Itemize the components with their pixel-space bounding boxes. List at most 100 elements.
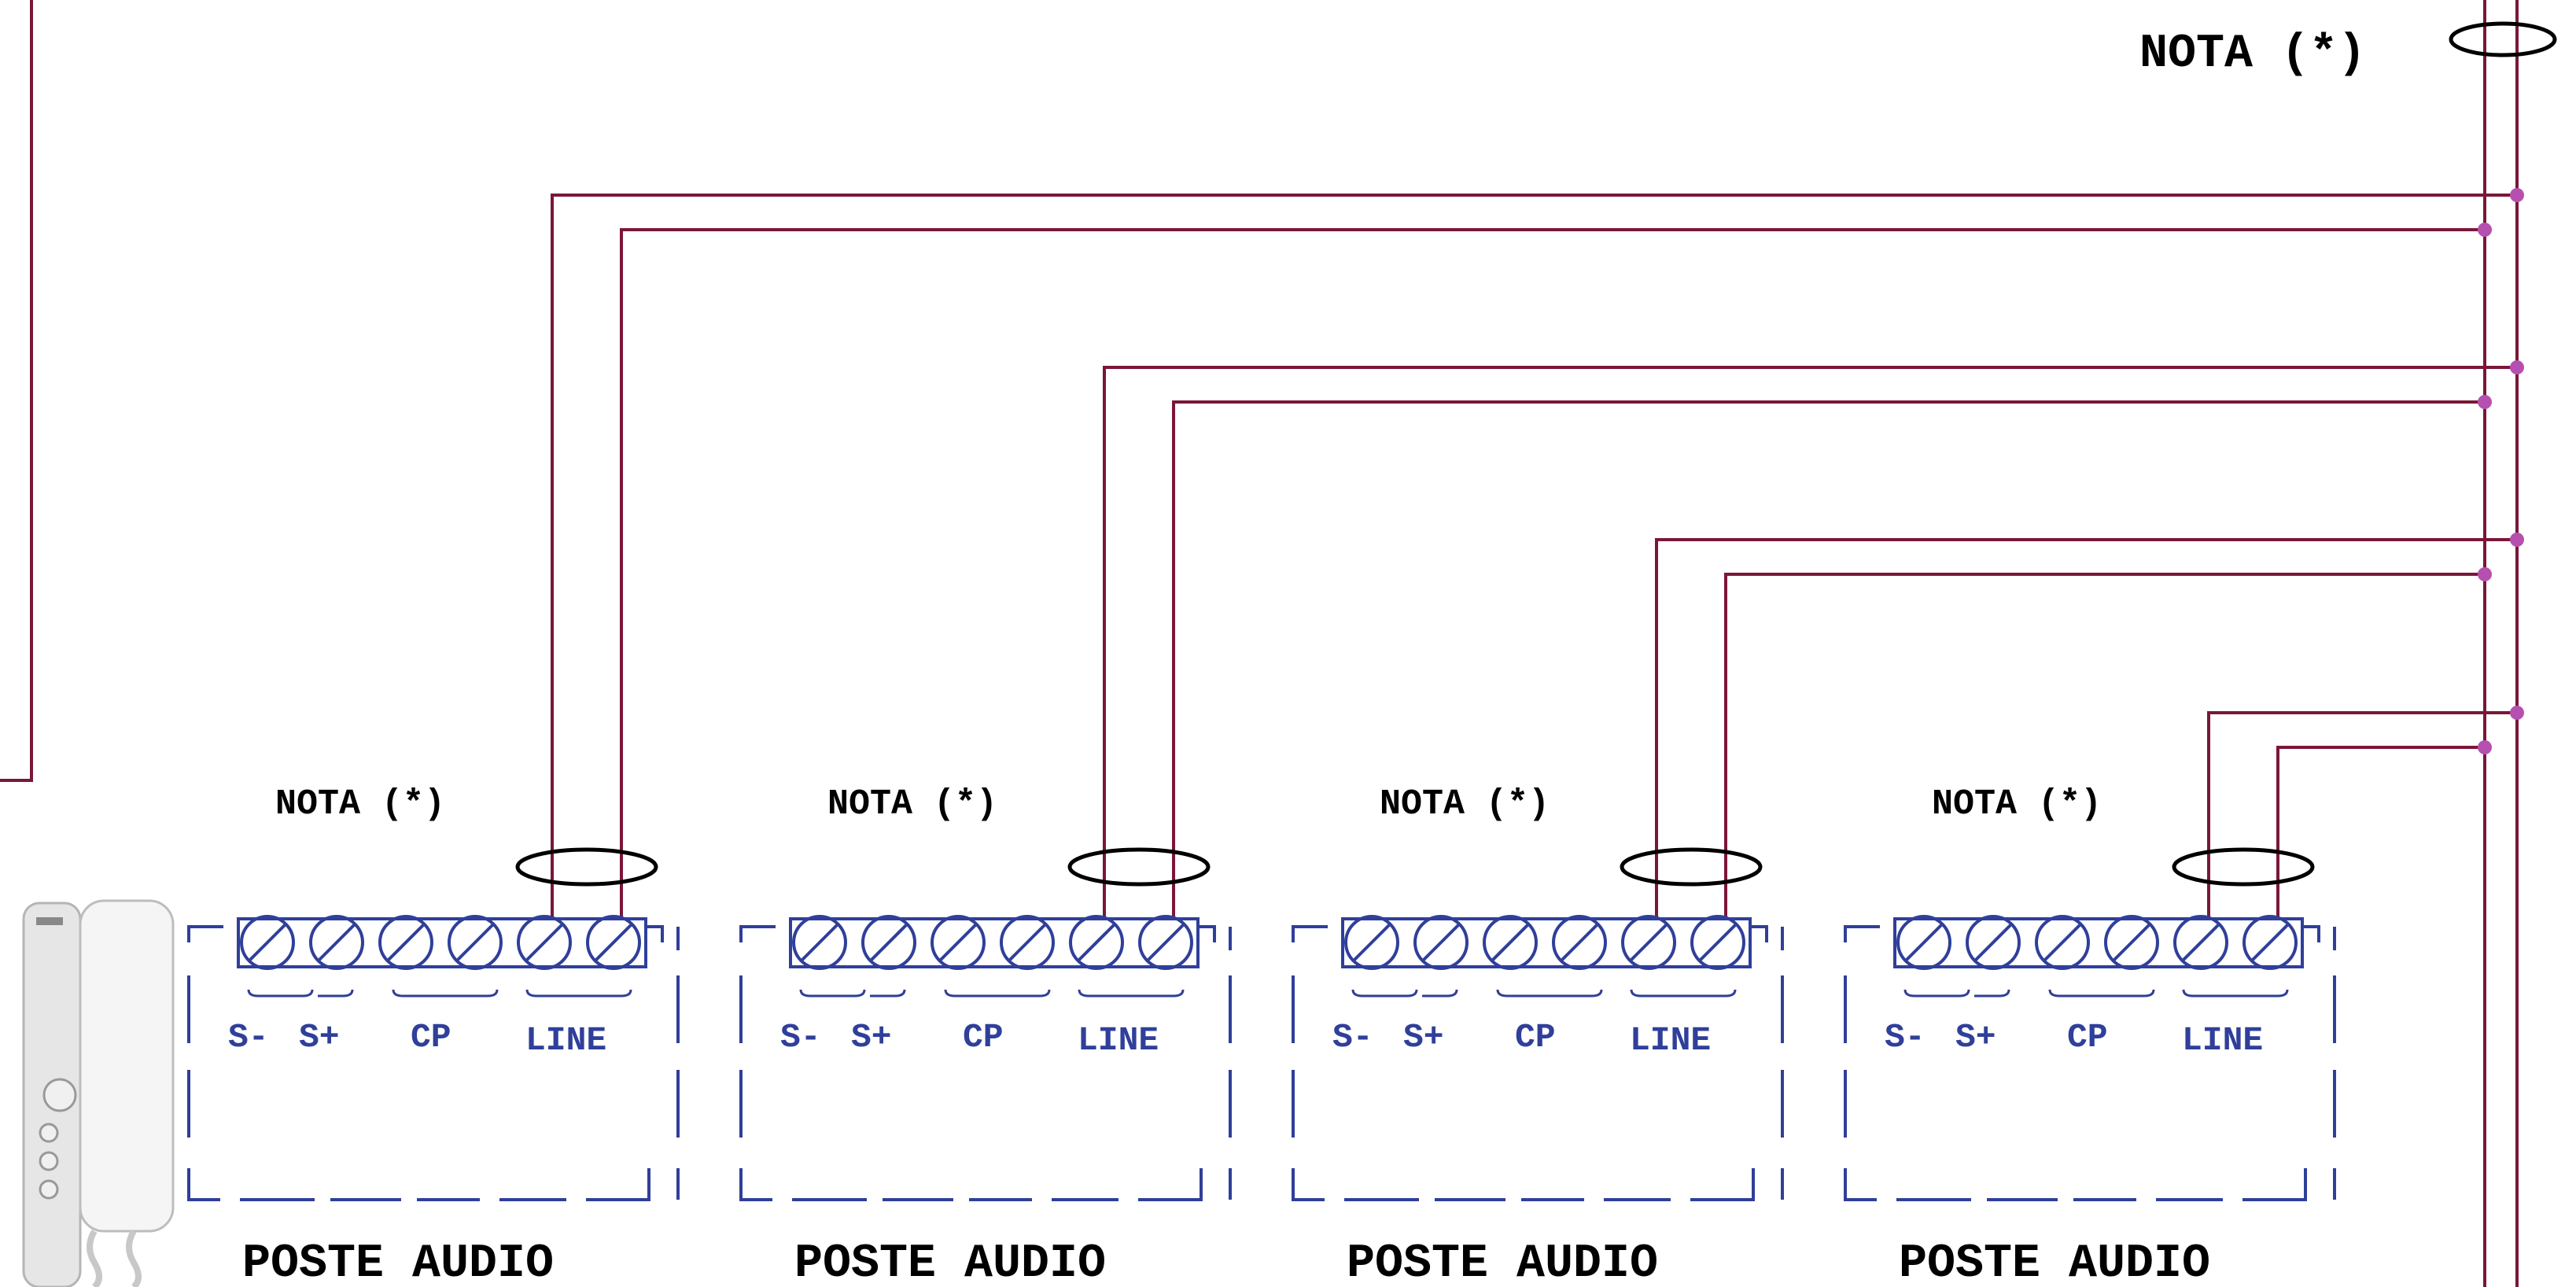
station-4-wire-b: [2276, 746, 2485, 919]
screw-slot: [1078, 924, 1115, 961]
terminal-label-line: LINE: [2182, 1021, 2263, 1060]
junction-dot: [2510, 706, 2524, 720]
terminal-block: [187, 915, 680, 1201]
terminal-block: [1844, 915, 2336, 1201]
station-1-wire-a: [551, 194, 2517, 919]
terminal-label-s-minus: S-: [780, 1018, 821, 1057]
terminal-label-cp: CP: [963, 1018, 1004, 1057]
screw-terminal-icon: [309, 915, 364, 970]
terminal-label-s-minus: S-: [228, 1018, 269, 1057]
screw-slot: [2251, 924, 2289, 961]
screw-terminals: [1896, 915, 2298, 970]
handset-receiver: [79, 899, 175, 1233]
terminal-strip: [1341, 917, 1752, 968]
screw-slot: [1491, 924, 1529, 961]
screw-slot: [2182, 924, 2220, 961]
terminal-label-s-plus: S+: [299, 1018, 340, 1057]
screw-terminal-icon: [240, 915, 295, 970]
screw-slot: [318, 924, 356, 961]
terminal-grouping-brackets: [1351, 989, 1737, 998]
terminal-label-s-minus: S-: [1885, 1018, 1926, 1057]
screw-slot: [1905, 924, 1943, 961]
terminal-grouping-brackets: [247, 989, 632, 998]
station-note: NOTA (*): [275, 784, 445, 824]
station-1-wire-b: [620, 228, 2485, 919]
screw-terminal-icon: [861, 915, 916, 970]
station-title: POSTE AUDIO: [1347, 1237, 1658, 1287]
station-wires: [551, 194, 2517, 919]
terminal-label-cp: CP: [411, 1018, 451, 1057]
cable-ring: [1067, 847, 1211, 887]
station-note: NOTA (*): [1932, 784, 2102, 824]
top-note: NOTA (*): [2139, 28, 2366, 81]
screw-slot: [1422, 924, 1460, 961]
screw-slot: [595, 924, 632, 961]
handset-button: [39, 1123, 59, 1143]
handset-button: [39, 1179, 59, 1200]
station-1: NOTA (*) S- S+ CP LINE POSTE AUDIO: [187, 784, 680, 1287]
terminal-grouping-brackets: [1903, 989, 2289, 998]
terminal-strip: [789, 917, 1200, 968]
screw-slot: [1630, 924, 1668, 961]
station-title: POSTE AUDIO: [242, 1237, 554, 1287]
station-4: NOTA (*) S- S+ CP LINE POSTE AUDIO: [1844, 784, 2336, 1287]
screw-terminal-icon: [2035, 915, 2090, 970]
station-2-wire-a: [1103, 366, 2517, 919]
screw-slot: [2043, 924, 2081, 961]
junction-dot: [2510, 360, 2524, 374]
screw-terminal-icon: [378, 915, 433, 970]
vertical-bus: [2449, 0, 2557, 1287]
screw-terminal-icon: [1138, 915, 1193, 970]
junction-dot: [2478, 567, 2492, 581]
junction-dot: [2510, 533, 2524, 547]
terminal-grouping-brackets: [799, 989, 1185, 998]
screw-slot: [525, 924, 563, 961]
screw-slot: [249, 924, 286, 961]
enclosure-outline: [1844, 925, 2336, 1201]
station-2-wire-b: [1172, 400, 2485, 919]
station-4-wire-a: [2207, 711, 2517, 919]
cable-ring: [2172, 847, 2315, 887]
enclosure-outline: [187, 925, 680, 1201]
screw-terminal-icon: [2104, 915, 2159, 970]
junction-dot: [2478, 395, 2492, 409]
screw-terminal-icon: [1069, 915, 1124, 970]
station-3-wire-a: [1655, 538, 2517, 919]
screw-terminal-icon: [2242, 915, 2298, 970]
screw-terminal-icon: [1966, 915, 2021, 970]
station-3: NOTA (*) S- S+ CP LINE POSTE AUDIO: [1292, 784, 1784, 1287]
screw-slot: [939, 924, 977, 961]
station-note: NOTA (*): [827, 784, 997, 824]
junction-dot: [2478, 740, 2492, 754]
station-2: NOTA (*) S- S+ CP LINE POSTE AUDIO: [739, 784, 1232, 1287]
screw-slot: [1353, 924, 1391, 961]
screw-terminal-icon: [2173, 915, 2228, 970]
handset-cord: [87, 1229, 102, 1287]
terminal-strip: [237, 917, 647, 968]
terminal-label-cp: CP: [1515, 1018, 1556, 1057]
handset-cord: [126, 1229, 142, 1287]
screw-terminal-icon: [448, 915, 503, 970]
screw-terminal-icon: [1344, 915, 1399, 970]
screw-slot: [2113, 924, 2150, 961]
screw-terminal-icon: [586, 915, 641, 970]
terminal-block: [739, 915, 1232, 1201]
key-button-icon: [42, 1078, 77, 1112]
terminal-block: [1292, 915, 1784, 1201]
terminal-label-s-plus: S+: [1403, 1018, 1444, 1057]
screw-terminal-icon: [1483, 915, 1538, 970]
junction-dot: [2478, 223, 2492, 237]
terminal-label-cp: CP: [2067, 1018, 2108, 1057]
terminal-label-line: LINE: [1630, 1021, 1711, 1060]
screw-slot: [1561, 924, 1598, 961]
junction-dot: [2510, 188, 2524, 202]
screw-terminal-icon: [1621, 915, 1676, 970]
screw-slot: [387, 924, 425, 961]
screw-slot: [1008, 924, 1046, 961]
handset-button: [39, 1151, 59, 1171]
handset-illustration: [22, 899, 175, 1287]
screw-terminal-icon: [1552, 915, 1607, 970]
screw-slot: [1974, 924, 2012, 961]
screw-terminal-icon: [1690, 915, 1745, 970]
